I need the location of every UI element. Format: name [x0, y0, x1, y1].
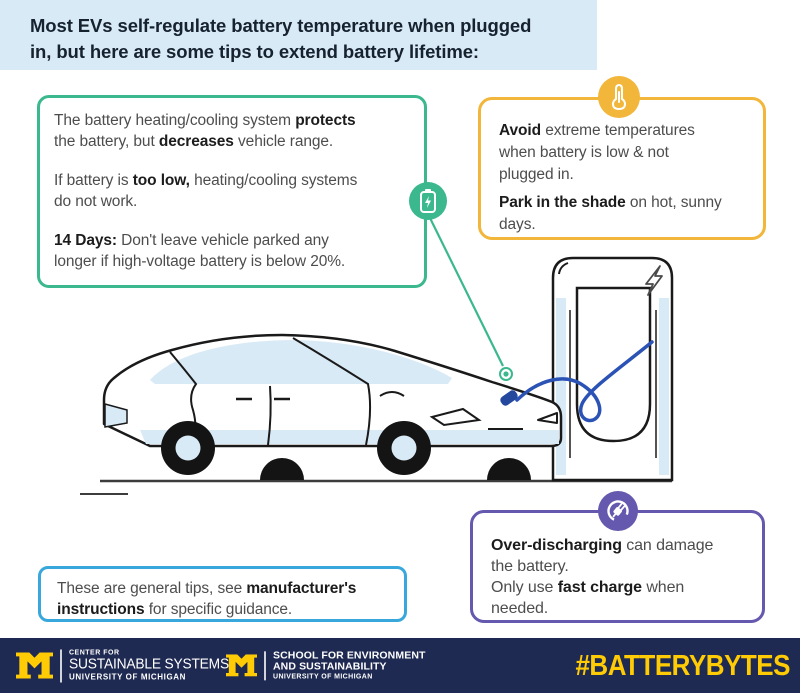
tip-box-battery-system: The battery heating/cooling system prote…	[37, 95, 427, 288]
station-screen-panel	[575, 286, 652, 443]
logo-center-sustainable-systems: CENTER FOR SUSTAINABLE SYSTEMS UNIVERSIT…	[16, 648, 237, 682]
car-windows	[150, 340, 452, 384]
michigan-block-m-icon	[226, 654, 257, 677]
electric-car-side-view	[102, 333, 563, 480]
header-banner: Most EVs self-regulate battery temperatu…	[0, 0, 597, 70]
charging-plug-connector	[500, 390, 518, 406]
wheels	[161, 421, 531, 480]
car-skirt	[140, 430, 559, 444]
battery-charging-icon	[409, 182, 447, 220]
tip-paragraph: The battery heating/cooling system prote…	[54, 112, 356, 150]
power-plug-icon	[598, 491, 638, 531]
tail-light	[104, 403, 128, 428]
header-text: Most EVs self-regulate battery temperatu…	[30, 15, 532, 62]
thermometer-icon	[598, 76, 640, 118]
nose-vent	[537, 412, 558, 424]
front-door-seam	[267, 385, 272, 446]
tip-paragraph: If battery is too low, heating/cooling s…	[54, 172, 358, 210]
lightning-bolt-icon	[645, 265, 663, 296]
logo-divider	[60, 648, 62, 682]
logo-school-environment-sustainability: SCHOOL FOR ENVIRONMENT AND SUSTAINABILIT…	[226, 648, 426, 681]
logo-text: SCHOOL FOR ENVIRONMENT AND SUSTAINABILIT…	[273, 648, 426, 681]
charging-cable	[500, 340, 654, 423]
logo-text: CENTER FOR SUSTAINABLE SYSTEMS UNIVERSIT…	[69, 648, 229, 682]
side-mirror	[379, 391, 405, 397]
ev-charging-station	[551, 256, 674, 482]
tip-paragraph: These are general tips, see manufacturer…	[57, 580, 357, 618]
headlight	[429, 407, 482, 427]
michigan-block-m-icon	[16, 652, 53, 679]
windshield-pillar-line	[292, 337, 372, 446]
logo-divider	[264, 650, 266, 680]
hashtag-batterybytes: #BATTERYBYTES	[575, 647, 790, 682]
footer-bar: CENTER FOR SUSTAINABLE SYSTEMS UNIVERSIT…	[0, 638, 800, 693]
tip-box-general: These are general tips, see manufacturer…	[38, 566, 407, 622]
charge-port-callout-line	[429, 217, 513, 381]
